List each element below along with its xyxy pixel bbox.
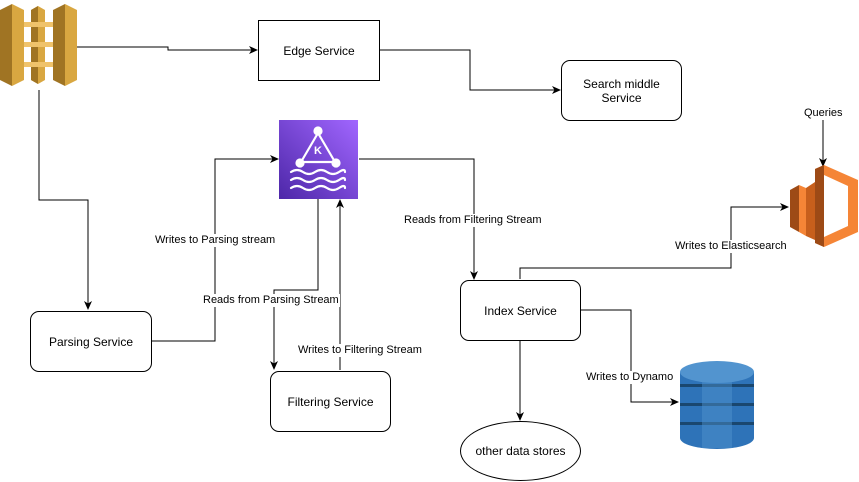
edge-kinesis-to-index: [359, 158, 478, 280]
connectors: [38, 46, 827, 421]
edge-service-label: Edge Service: [283, 43, 355, 58]
edge-label-writes-parsing: Writes to Parsing stream: [154, 234, 277, 247]
edge-index-to-dynamo: [581, 309, 679, 406]
parsing-service-box[interactable]: Parsing Service: [30, 311, 152, 372]
edge-label-writes-dynamo: Writes to Dynamo: [585, 371, 675, 384]
filtering-service-box[interactable]: Filtering Service: [270, 371, 391, 432]
search-middle-service-box[interactable]: Search middle Service: [561, 60, 682, 121]
edge-label-reads-filtering: Reads from Filtering Stream: [403, 214, 543, 227]
edge-label-writes-elasticsearch: Writes to Elasticsearch: [674, 240, 788, 253]
edge-kinesis-to-filtering: [270, 199, 319, 370]
edge-edge-service-to-search: [380, 49, 561, 94]
other-data-stores-label: other data stores: [475, 444, 566, 458]
edge-index-to-elasticsearch: [519, 203, 789, 279]
elasticsearch-icon: [790, 165, 858, 247]
search-middle-service-label-line1: Search middle: [583, 76, 660, 91]
edge-label-queries: Queries: [803, 107, 844, 120]
dynamodb-icon: [680, 361, 754, 449]
index-service-box[interactable]: Index Service: [460, 280, 581, 341]
parsing-service-label: Parsing Service: [48, 334, 134, 349]
edge-parsing-to-kinesis: [152, 155, 279, 342]
other-data-stores-node[interactable]: other data stores: [460, 421, 581, 481]
edge-label-reads-parsing: Reads from Parsing Stream: [202, 294, 340, 307]
edge-gateway-to-edge-service: [75, 46, 258, 54]
svg-text:K: K: [314, 145, 322, 157]
index-service-label: Index Service: [484, 303, 557, 318]
edge-service-box[interactable]: Edge Service: [258, 20, 380, 81]
edge-label-writes-filtering: Writes to Filtering Stream: [297, 344, 423, 357]
filtering-service-label: Filtering Service: [287, 394, 374, 409]
kinesis-stream-icon: K: [279, 120, 358, 199]
api-gateway-icon: [0, 4, 77, 86]
edge-gateway-to-parsing: [38, 90, 92, 310]
search-middle-service-label-line2: Service: [601, 90, 642, 105]
